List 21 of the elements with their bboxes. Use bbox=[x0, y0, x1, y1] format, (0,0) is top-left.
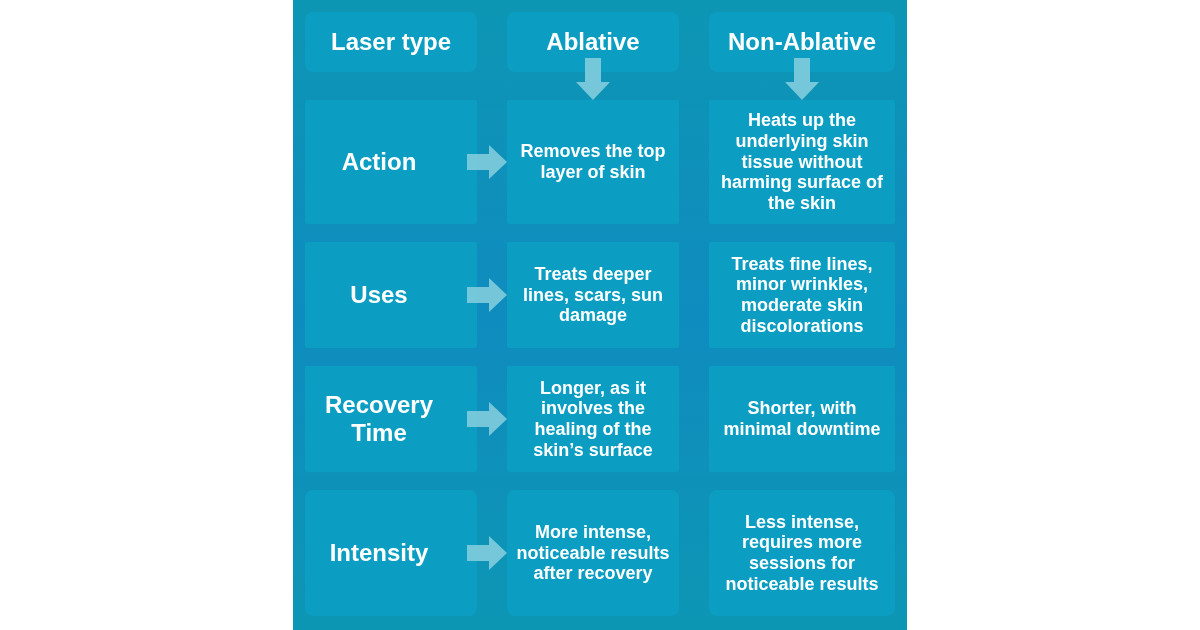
block-arrow bbox=[467, 536, 507, 570]
block-arrow bbox=[467, 145, 507, 179]
header-cell: Ablative bbox=[507, 12, 679, 72]
block-arrow bbox=[467, 402, 507, 436]
content-cell: Less intense, requires more sessions for noticeable results bbox=[709, 490, 895, 616]
content-cell: Longer, as it involves the healing of the skin’s surface bbox=[507, 366, 679, 472]
header-cell: Non-Ablative bbox=[709, 12, 895, 72]
header-cell: Laser type bbox=[305, 12, 477, 72]
row-label-cell: Intensity bbox=[305, 490, 477, 616]
row-label-cell: Recovery Time bbox=[305, 366, 477, 472]
content-cell: Removes the top layer of skin bbox=[507, 100, 679, 224]
content-cell: Treats fine lines, minor wrinkles, moderate skin discolorations bbox=[709, 242, 895, 348]
content-cell: More intense, noticeable results after recovery bbox=[507, 490, 679, 616]
block-arrow bbox=[576, 58, 610, 100]
content-cell: Shorter, with minimal downtime bbox=[709, 366, 895, 472]
content-cell: Treats deeper lines, scars, sun damage bbox=[507, 242, 679, 348]
row-label-cell: Action bbox=[305, 100, 477, 224]
row-label-cell: Uses bbox=[305, 242, 477, 348]
content-cell: Heats up the underlying skin tissue without harming surface of the skin bbox=[709, 100, 895, 224]
block-arrow bbox=[785, 58, 819, 100]
block-arrow bbox=[467, 278, 507, 312]
